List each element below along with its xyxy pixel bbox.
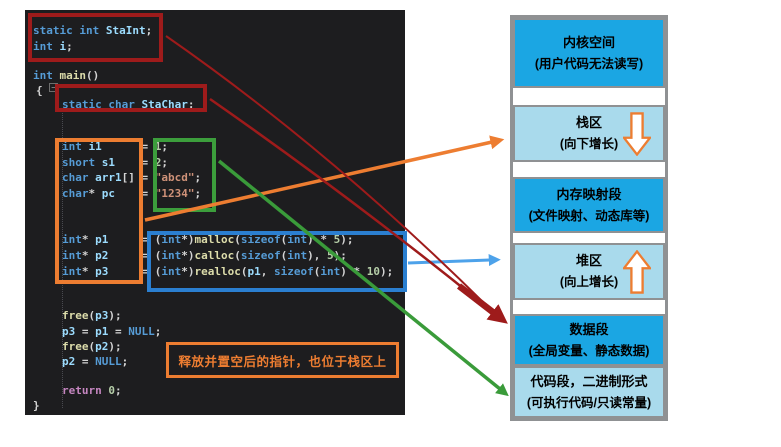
code-token: s1 — [101, 156, 115, 169]
code-token: = ( — [108, 265, 162, 278]
code-token: p3 — [95, 265, 109, 278]
code-token — [53, 69, 60, 82]
code-token: = — [75, 355, 96, 368]
code-token: 0 — [108, 384, 115, 397]
code-line-14: p3 = p1 = NULL; — [62, 326, 161, 338]
memory-block-subtitle: (全局变量、静态数据) — [528, 343, 650, 358]
memory-block-title: 内核空间 — [562, 34, 615, 50]
code-token: } — [33, 399, 40, 412]
code-line-1: static int StaInt; — [33, 25, 152, 37]
code-token: i1 — [88, 140, 102, 153]
code-line-15: free(p2); — [62, 341, 122, 353]
code-token: p1 — [95, 233, 109, 246]
memory-block-subtitle: (可执行代码/只读常量) — [526, 395, 652, 410]
code-token: p2 — [95, 340, 109, 353]
code-token: p3 — [95, 309, 109, 322]
memory-block-mmap-segment: 内存映射段 (文件映射、动态库等) — [513, 177, 665, 233]
code-token: int — [62, 140, 82, 153]
code-line-13: free(p3); — [62, 310, 122, 322]
code-token: StaInt — [105, 24, 146, 37]
code-token: ; — [66, 40, 73, 53]
code-token: arr1 — [95, 171, 122, 184]
box-heap-allocs — [147, 231, 407, 292]
code-token: p2 — [95, 249, 109, 262]
code-token: static — [62, 98, 102, 111]
code-token: ( — [88, 309, 96, 322]
memory-block-title: 代码段，二进制形式 — [530, 373, 648, 389]
code-token: ); — [108, 340, 122, 353]
arrow-to-data-segment — [457, 283, 508, 324]
memory-block-stack-area: 栈区 (向下增长) — [513, 105, 665, 162]
code-token: int — [79, 24, 100, 37]
code-token: int — [62, 233, 82, 246]
code-token: i — [59, 40, 67, 53]
code-token: char — [62, 187, 89, 200]
code-token: free — [62, 340, 89, 353]
code-token: ; — [115, 384, 122, 397]
annotation-text: 释放并置空后的指针，也位于栈区上 — [178, 354, 387, 369]
box-static-globals — [28, 13, 163, 62]
code-token: = ( — [108, 233, 162, 246]
grow-down-arrow-icon — [623, 111, 651, 156]
code-token: int — [62, 249, 82, 262]
code-line-17: return 0; — [62, 385, 122, 397]
code-token: * — [81, 265, 89, 278]
code-line-4: { — [36, 85, 43, 97]
code-token: int — [33, 69, 53, 82]
code-token: char — [108, 98, 135, 111]
memory-block-subtitle: (用户代码无法读写) — [534, 56, 644, 71]
code-token: static — [33, 24, 73, 37]
memory-map-column: 内核空间 (用户代码无法读写) 栈区 (向下增长) 内存映射段 (文件映射、动态库等) 堆区… — [510, 15, 668, 421]
memory-block-title: 堆区 — [575, 253, 602, 268]
code-token: NULL — [128, 325, 155, 338]
code-token: ; — [121, 355, 129, 368]
box-local-vars — [55, 138, 143, 284]
code-token: = — [75, 325, 96, 338]
memory-block-subtitle: (向上增长) — [559, 275, 619, 289]
memory-block-subtitle: (向下增长) — [559, 137, 619, 151]
code-line-16: p2 = NULL; — [62, 356, 128, 368]
code-token: NULL — [95, 355, 122, 368]
code-line-18: } — [33, 400, 40, 412]
grow-up-arrow-icon — [623, 249, 651, 294]
memory-block-kernel-space: 内核空间 (用户代码无法读写) — [513, 18, 665, 88]
code-token: = — [108, 325, 129, 338]
code-token: p2 — [62, 355, 76, 368]
arrow-allocs-to-heap — [407, 254, 501, 267]
code-token: p1 — [95, 325, 109, 338]
code-token: int — [33, 40, 53, 53]
code-token: = ( — [108, 249, 162, 262]
code-token: ( — [88, 340, 96, 353]
code-token: pc — [101, 187, 115, 200]
box-literal-values — [153, 138, 216, 212]
memory-block-data-segment: 数据段 (全局变量、静态数据) — [513, 314, 665, 366]
memory-block-title: 数据段 — [569, 321, 609, 337]
code-token: ; — [154, 325, 162, 338]
code-token: { — [36, 84, 43, 97]
memory-block-heap-area: 堆区 (向上增长) — [513, 243, 665, 300]
code-token: * — [88, 187, 96, 200]
code-token: free — [62, 309, 89, 322]
code-token: ; — [145, 24, 153, 37]
code-token: p3 — [62, 325, 76, 338]
memory-block-code-segment: 代码段，二进制形式 (可执行代码/只读常量) — [513, 366, 665, 418]
code-token: * — [81, 249, 89, 262]
memory-block-subtitle: (文件映射、动态库等) — [528, 208, 650, 223]
code-line-2: int i; — [33, 41, 73, 53]
code-line-3: int main() — [33, 70, 99, 82]
code-token: ); — [108, 309, 122, 322]
code-token: int — [62, 265, 82, 278]
code-token: () — [86, 69, 100, 82]
memory-block-title: 内存映射段 — [556, 186, 622, 202]
box-static-local — [55, 84, 207, 112]
code-token: return — [62, 384, 102, 397]
code-token: * — [81, 233, 89, 246]
annotation-box: 释放并置空后的指针，也位于栈区上 — [166, 342, 399, 378]
memory-block-title: 栈区 — [575, 115, 602, 130]
code-token: short — [62, 156, 96, 169]
code-token: main — [59, 69, 87, 82]
code-token: char — [62, 171, 89, 184]
indent-guide-line — [62, 110, 63, 408]
